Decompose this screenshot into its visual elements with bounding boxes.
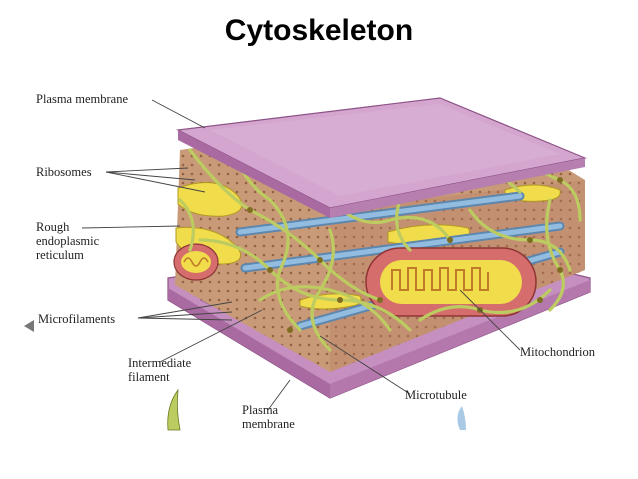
label-plasma-membrane-top: Plasma membrane [36,92,128,106]
label-rough-er-2: endoplasmic [36,234,100,248]
label-plasma-membrane-bottom-1: Plasma [242,403,279,417]
page-title: Cytoskeleton [224,14,414,47]
label-mitochondrion: Mitochondrion [520,345,595,359]
label-intermediate-1: Intermediate [128,356,192,370]
label-microtubule: Microtubule [405,388,467,402]
label-rough-er-3: reticulum [36,248,84,262]
leader-lines [81,99,521,411]
mitochondrion-small [173,243,219,281]
decorative-leaf-right [457,406,466,430]
label-rough-er-1: Rough [36,220,70,234]
label-intermediate-2: filament [128,370,170,384]
label-plasma-membrane-bottom-2: membrane [242,417,295,431]
decorative-leaf-left [167,388,181,431]
decorative-arrow-left [24,320,34,332]
label-ribosomes: Ribosomes [36,165,92,179]
label-microfilaments: Microfilaments [38,312,116,326]
mitochondrion [365,247,537,317]
plasma-membrane-top [175,97,588,218]
